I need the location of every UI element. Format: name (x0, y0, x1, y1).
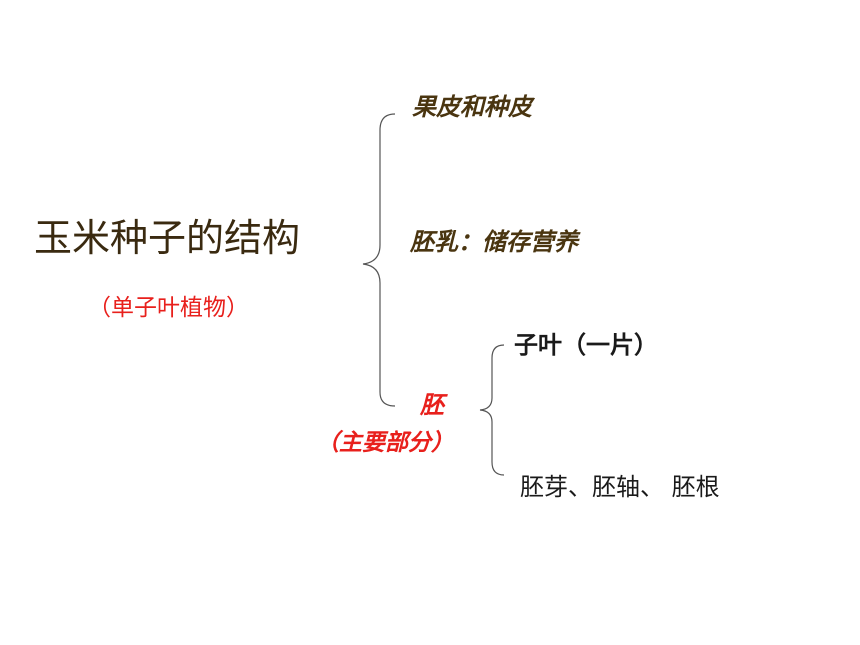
diagram-subtitle: （单子叶植物） (88, 295, 249, 321)
cotyledon-label: 子叶（一片） (514, 331, 658, 359)
embryo-brace (479, 344, 505, 476)
embryo-label: 胚 (420, 391, 444, 419)
endosperm-label: 胚乳：储存营养 (410, 228, 578, 256)
main-brace (362, 113, 396, 407)
embryo-parts-label: 胚芽、胚轴、 胚根 (520, 473, 720, 501)
diagram-title: 玉米种子的结构 (34, 216, 301, 260)
embryo-note: （主要部分） (316, 430, 454, 456)
pericarp-label: 果皮和种皮 (412, 93, 532, 121)
